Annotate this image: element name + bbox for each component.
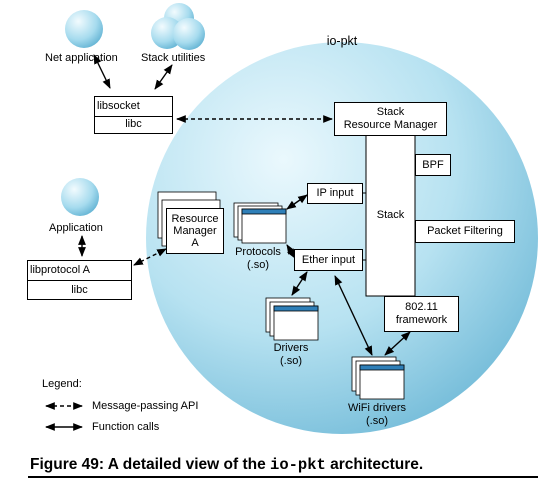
packet-filtering-box: Packet Filtering	[415, 220, 515, 243]
bpf-box: BPF	[415, 154, 451, 176]
wifi-framework-box: 802.11 framework	[384, 296, 459, 332]
stack-utilities-label: Stack utilities	[141, 52, 206, 64]
figure-caption: Figure 49: A detailed view of the io-pkt…	[30, 456, 423, 474]
application-label: Application	[49, 222, 103, 234]
libprotocol-a-label: libprotocol A	[28, 261, 131, 281]
function-call-arrow	[334, 275, 373, 356]
function-call-arrow	[93, 54, 111, 89]
resource-manager-a-box: Resource Manager A	[166, 208, 224, 254]
libc-label: libc	[125, 118, 142, 130]
stack-body	[365, 132, 416, 297]
function-call-arrow	[286, 194, 308, 210]
stack-label: Stack	[376, 209, 405, 221]
io-pkt-label: io-pkt	[326, 34, 358, 48]
message-passing-arrow	[133, 248, 167, 266]
stack-resource-manager-box: Stack Resource Manager	[334, 102, 447, 136]
wifi-drivers-files-icon	[351, 356, 405, 400]
drivers-files-icon	[265, 297, 319, 341]
caption-suffix: architecture.	[325, 456, 424, 473]
drivers-label: Drivers (.so)	[273, 342, 309, 367]
function-call-arrow	[286, 244, 296, 259]
net-application-label: Net application	[45, 52, 118, 64]
libsocket-libc-box: libsocket libc	[94, 96, 173, 134]
function-call-arrow	[384, 331, 411, 356]
ip-input-box: IP input	[307, 183, 363, 204]
libsocket-label: libsocket	[95, 97, 172, 117]
libc-label: libc	[71, 284, 88, 296]
application-ball	[61, 178, 99, 216]
legend-message-passing-label: Message-passing API	[92, 400, 199, 412]
libprotocol-a-libc-box: libprotocol A libc	[27, 260, 132, 300]
function-call-arrow	[154, 64, 173, 90]
caption-prefix: Figure 49: A detailed view of the	[30, 456, 271, 473]
legend-title: Legend:	[42, 378, 82, 390]
protocols-files-icon	[233, 202, 287, 244]
caption-code: io-pkt	[270, 456, 326, 474]
protocols-label: Protocols (.so)	[235, 246, 281, 271]
wifi-drivers-label: WiFi drivers (.so)	[347, 402, 407, 427]
legend-function-calls-label: Function calls	[92, 421, 160, 433]
io-pkt-sphere	[146, 42, 538, 434]
ether-input-box: Ether input	[294, 249, 363, 271]
net-application-ball	[65, 10, 103, 48]
caption-rule	[28, 476, 538, 478]
stack-utilities-ball	[173, 18, 205, 50]
function-call-arrow	[291, 271, 308, 296]
